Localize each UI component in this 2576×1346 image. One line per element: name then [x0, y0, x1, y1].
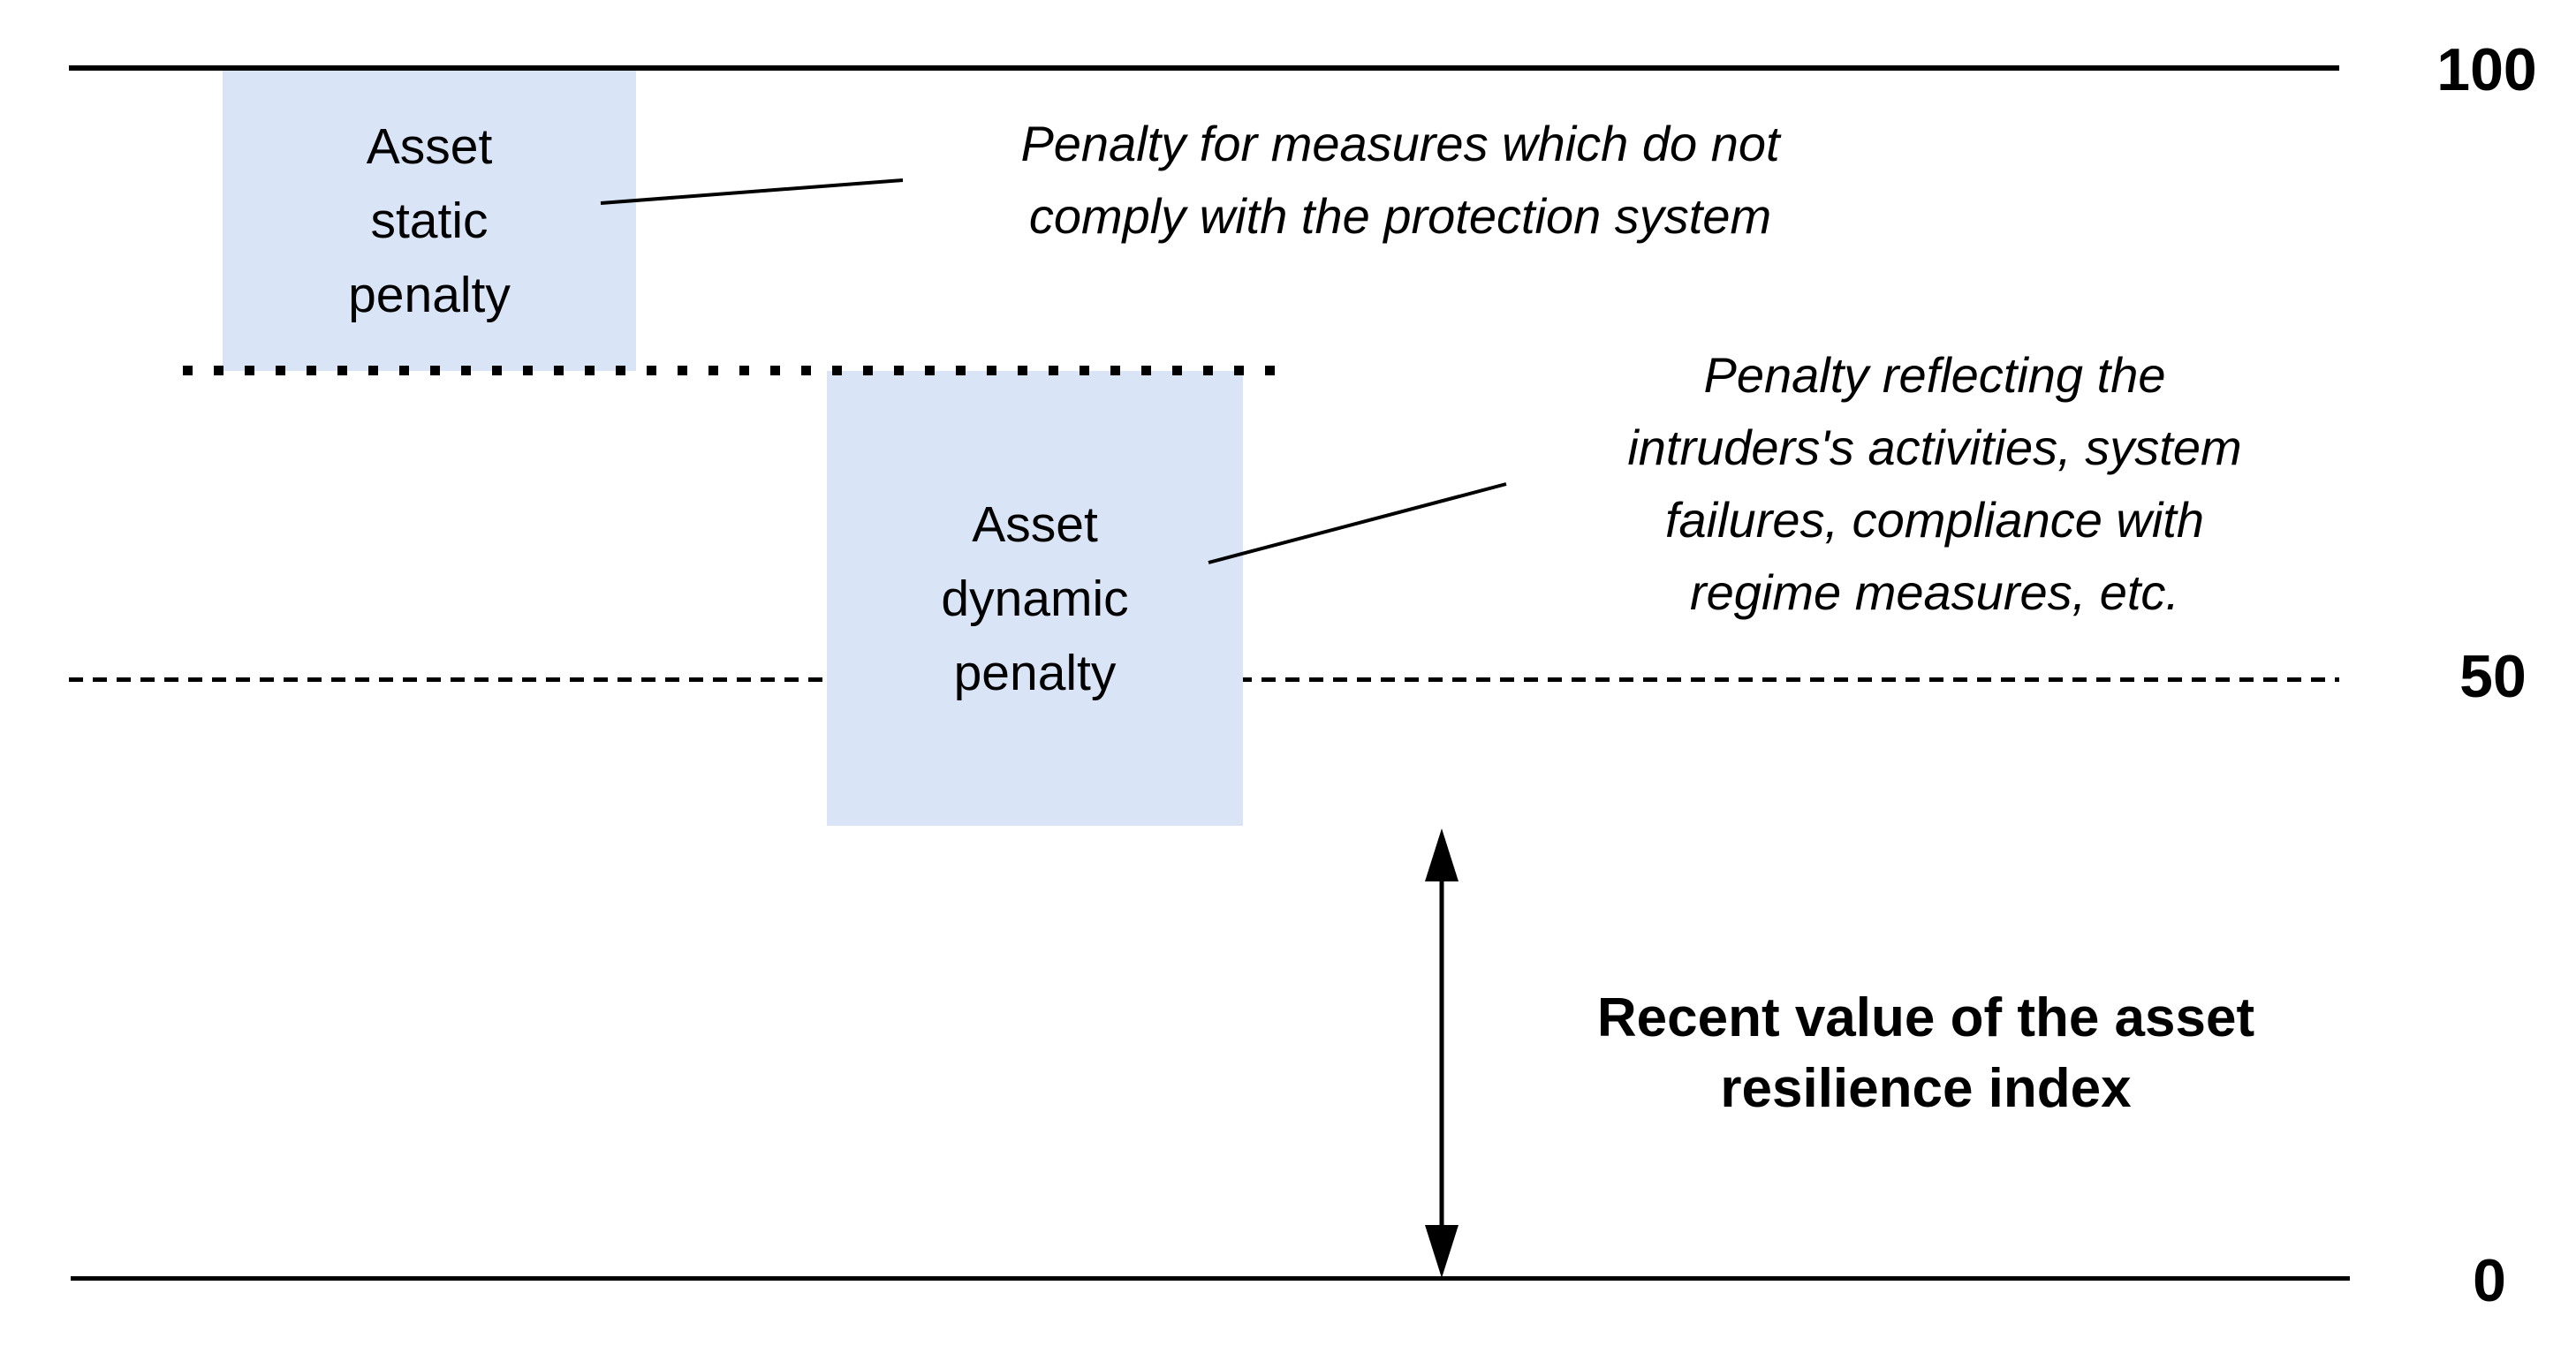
asset-dynamic-penalty-box: Asset dynamic penalty [827, 371, 1243, 826]
scale-value-50: 50 [2459, 643, 2527, 710]
dynamic-penalty-annotation: Penalty reflecting the intruders's activ… [1493, 339, 2376, 629]
asset-dynamic-penalty-label-line: dynamic [941, 570, 1129, 627]
asset-static-penalty-label-line: static [370, 193, 489, 249]
scale-line-100 [69, 65, 2339, 71]
dynamic-penalty-annotation-line: failures, compliance with [1664, 492, 2205, 548]
recent-index-value-caption: Recent value of the asset resilience ind… [1484, 983, 2368, 1124]
recent-index-value-caption-line: resilience index [1720, 1058, 2132, 1119]
static-penalty-annotation-line: comply with the protection system [1028, 188, 1772, 244]
leader-line-dynamic-note [1208, 482, 1507, 564]
static-penalty-annotation: Penalty for measures which do not comply… [870, 108, 1930, 253]
double-arrow-head-down [1425, 1225, 1458, 1278]
double-arrow-icon [1425, 828, 1458, 1278]
asset-static-penalty-label-line: penalty [348, 267, 511, 323]
current-index-level-line [0, 0, 918, 5]
static-penalty-annotation-line: Penalty for measures which do not [1020, 116, 1780, 171]
static-penalty-lower-bound-dotted-line [183, 366, 1278, 375]
asset-dynamic-penalty-label-line: Asset [972, 495, 1098, 553]
double-arrow-head-up [1425, 828, 1458, 881]
asset-static-penalty-box: Asset static penalty [223, 71, 636, 371]
recent-index-value-caption-line: Recent value of the asset [1596, 987, 2255, 1048]
asset-dynamic-penalty-label-line: penalty [953, 644, 1117, 701]
leader-line-static-note [600, 178, 904, 205]
scale-value-100: 100 [2436, 36, 2537, 103]
dynamic-penalty-annotation-line: Penalty reflecting the [1703, 347, 2166, 403]
dynamic-penalty-annotation-line: intruders's activities, system [1627, 420, 2242, 475]
dynamic-penalty-annotation-line: regime measures, etc. [1690, 564, 2179, 620]
scale-line-0 [71, 1276, 2350, 1281]
asset-static-penalty-label-line: Asset [366, 118, 493, 175]
scale-value-0: 0 [2473, 1247, 2506, 1314]
